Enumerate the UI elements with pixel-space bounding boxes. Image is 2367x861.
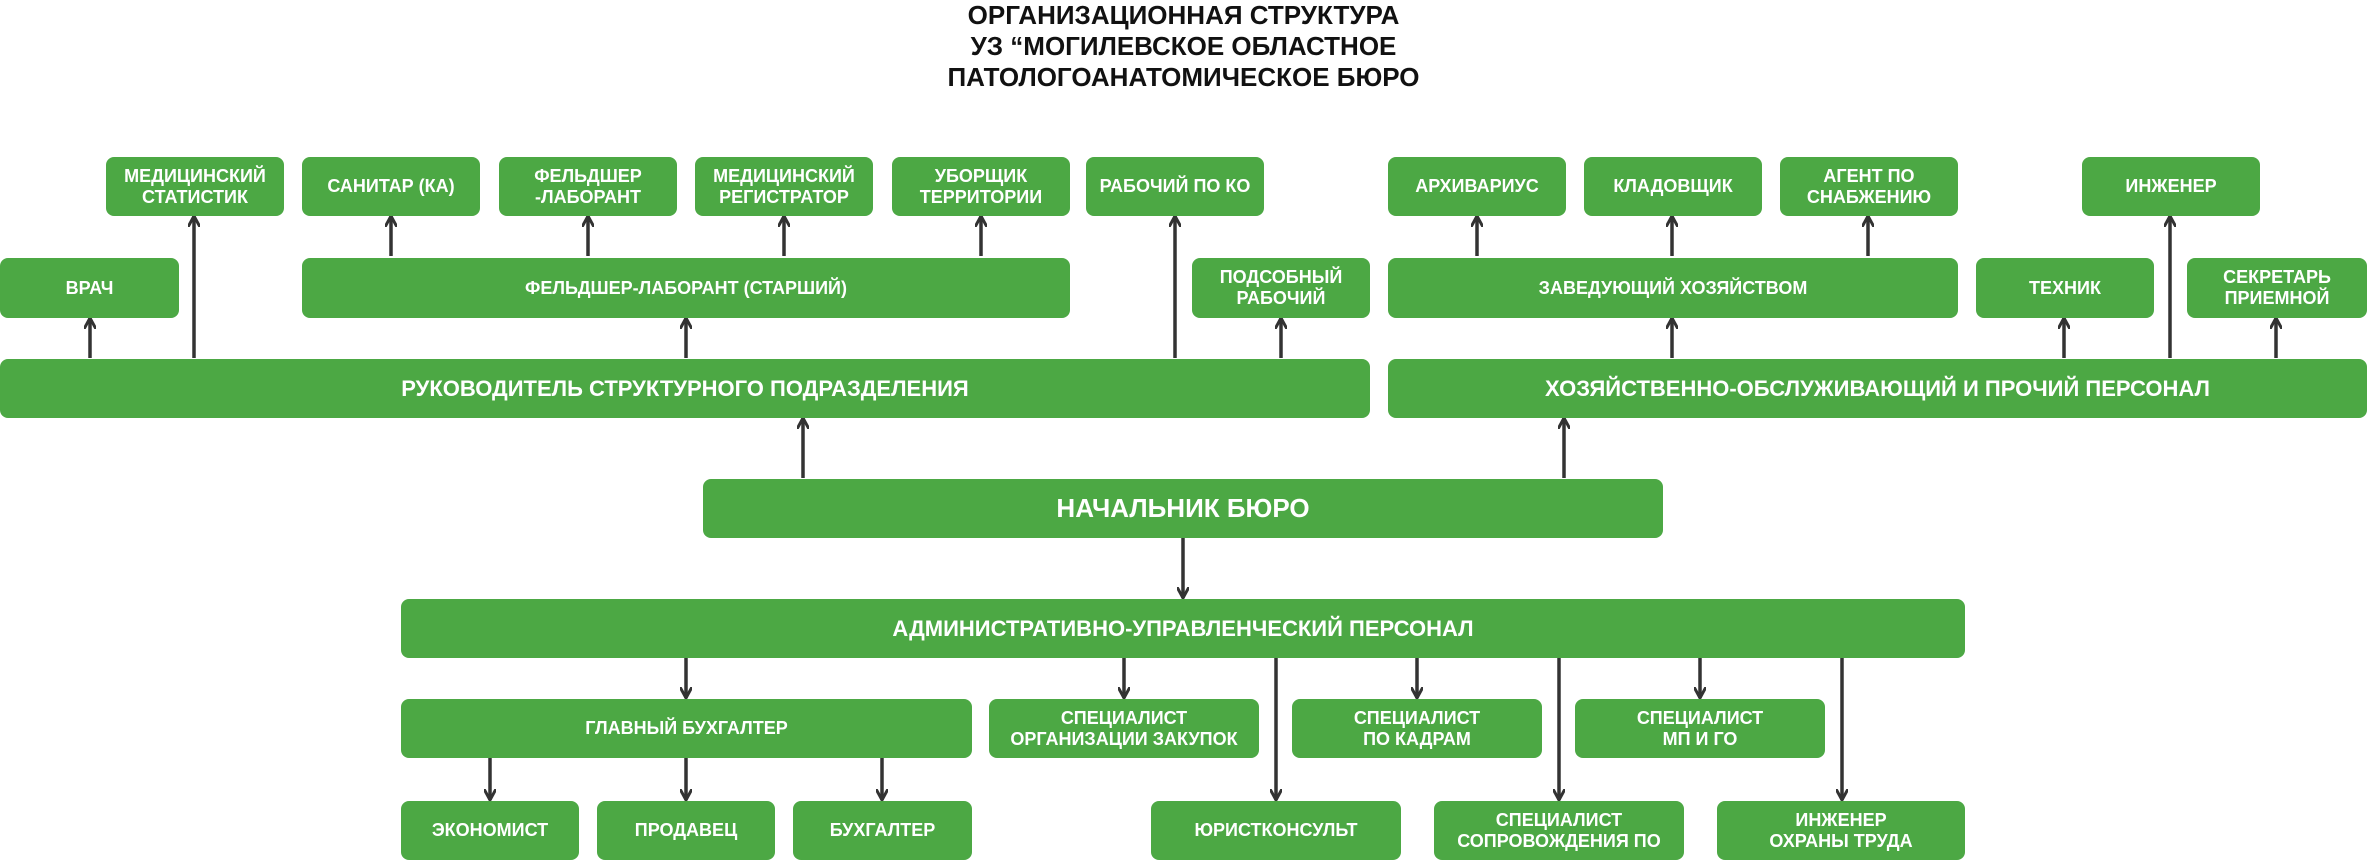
node-senior-lab-assistant: ФЕЛЬДШЕР-ЛАБОРАНТ (СТАРШИЙ) (302, 258, 1070, 318)
node-economist: ЭКОНОМИСТ (401, 801, 579, 860)
title-line-2: УЗ “МОГИЛЕВСКОЕ ОБЛАСТНОЕ (970, 31, 1397, 61)
node-secretary: СЕКРЕТАРЬ ПРИЕМНОЙ (2187, 258, 2367, 318)
node-medical-registrar: МЕДИЦИНСКИЙ РЕГИСТРАТОР (695, 157, 873, 216)
node-labor-safety-engineer: ИНЖЕНЕР ОХРАНЫ ТРУДА (1717, 801, 1965, 860)
node-unit-head: РУКОВОДИТЕЛЬ СТРУКТУРНОГО ПОДРАЗДЕЛЕНИЯ (0, 359, 1370, 418)
node-admin-staff: АДМИНИСТРАТИВНО-УПРАВЛЕНЧЕСКИЙ ПЕРСОНАЛ (401, 599, 1965, 658)
node-doctor: ВРАЧ (0, 258, 179, 318)
node-technician: ТЕХНИК (1976, 258, 2154, 318)
node-seller: ПРОДАВЕЦ (597, 801, 775, 860)
node-lab-assistant: ФЕЛЬДШЕР -ЛАБОРАНТ (499, 157, 677, 216)
node-engineer: ИНЖЕНЕР (2082, 157, 2260, 216)
node-archivist: АРХИВАРИУС (1388, 157, 1566, 216)
node-supply-agent: АГЕНТ ПО СНАБЖЕНИЮ (1780, 157, 1958, 216)
node-supply-manager: ЗАВЕДУЮЩИЙ ХОЗЯЙСТВОМ (1388, 258, 1958, 318)
node-legal-adviser: ЮРИСТКОНСУЛЬТ (1151, 801, 1401, 860)
node-ko-worker: РАБОЧИЙ ПО КО (1086, 157, 1264, 216)
node-hr-specialist: СПЕЦИАЛИСТ ПО КАДРАМ (1292, 699, 1542, 758)
chart-title: ОРГАНИЗАЦИОННАЯ СТРУКТУРА УЗ “МОГИЛЕВСКО… (0, 0, 2367, 93)
node-orderly: САНИТАР (КА) (302, 157, 480, 216)
node-accountant: БУХГАЛТЕР (793, 801, 972, 860)
node-territory-cleaner: УБОРЩИК ТЕРРИТОРИИ (892, 157, 1070, 216)
title-line-3: ПАТОЛОГОАНАТОМИЧЕСКОЕ БЮРО (947, 62, 1420, 92)
node-storekeeper: КЛАДОВЩИК (1584, 157, 1762, 216)
node-procurement-specialist: СПЕЦИАЛИСТ ОРГАНИЗАЦИИ ЗАКУПОК (989, 699, 1259, 758)
node-chief: НАЧАЛЬНИК БЮРО (703, 479, 1663, 538)
title-line-1: ОРГАНИЗАЦИОННАЯ СТРУКТУРА (967, 0, 1400, 30)
node-medical-statistician: МЕДИЦИНСКИЙ СТАТИСТИК (106, 157, 284, 216)
node-software-support-specialist: СПЕЦИАЛИСТ СОПРОВОЖДЕНИЯ ПО (1434, 801, 1684, 860)
node-service-staff: ХОЗЯЙСТВЕННО-ОБСЛУЖИВАЮЩИЙ И ПРОЧИЙ ПЕРС… (1388, 359, 2367, 418)
node-mp-go-specialist: СПЕЦИАЛИСТ МП И ГО (1575, 699, 1825, 758)
node-chief-accountant: ГЛАВНЫЙ БУХГАЛТЕР (401, 699, 972, 758)
node-auxiliary-worker: ПОДСОБНЫЙ РАБОЧИЙ (1192, 258, 1370, 318)
